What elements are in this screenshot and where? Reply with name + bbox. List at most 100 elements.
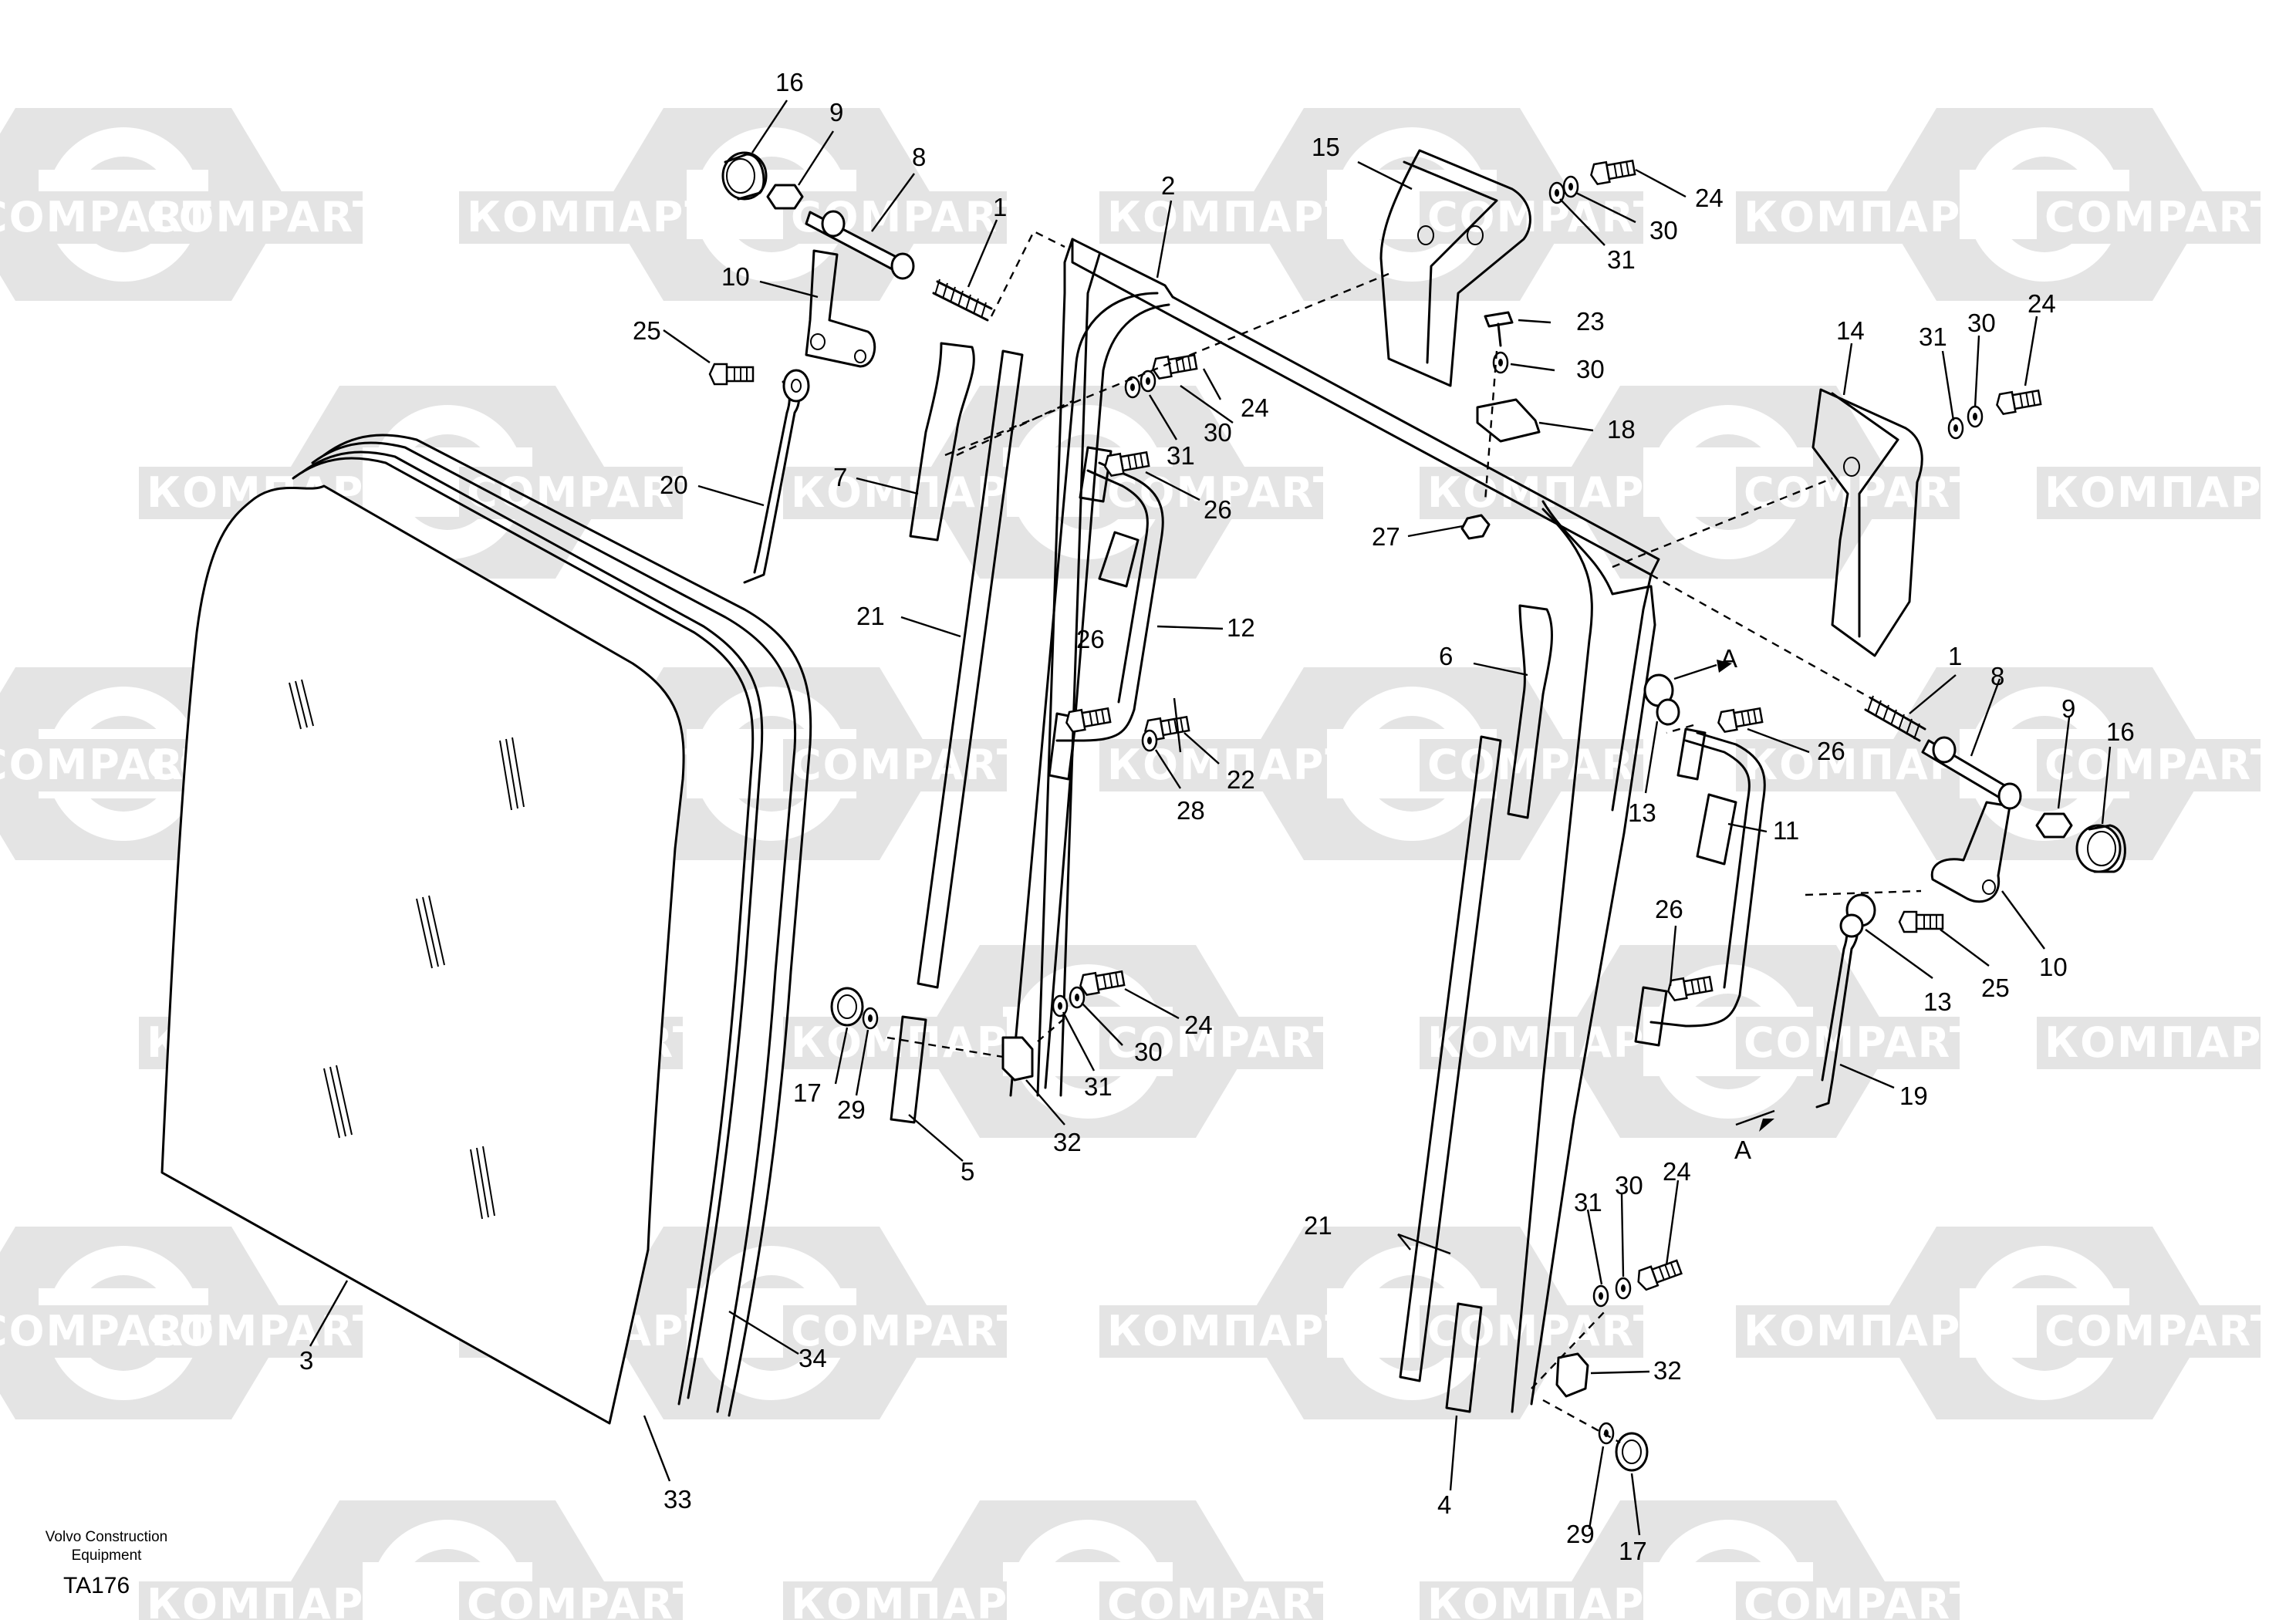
callout-19: 19 — [1899, 1082, 1928, 1110]
fastener-bolt-25-left — [708, 363, 755, 386]
plate-part-18 — [1476, 398, 1541, 443]
callout-24: 24 — [1695, 184, 1724, 212]
callout-13: 13 — [1628, 798, 1656, 827]
callout-1: 1 — [993, 193, 1007, 221]
callout-24: 24 — [2028, 289, 2056, 318]
callout-9: 9 — [829, 98, 843, 127]
watermark-text: COMPART — [2044, 193, 2281, 241]
watermark-text: COMPART — [791, 1307, 1027, 1355]
callout-11: 11 — [1773, 816, 1799, 845]
watermark-text: COMPART — [1427, 741, 1663, 789]
callout-30: 30 — [1204, 418, 1232, 447]
callout-26: 26 — [1655, 895, 1683, 923]
latch-part-10-left — [805, 249, 876, 368]
callout-29: 29 — [1566, 1520, 1595, 1548]
watermark-text: COMPART — [1744, 1580, 1980, 1620]
callout-10: 10 — [2039, 953, 2068, 981]
callout-17: 17 — [793, 1078, 822, 1107]
bracket-part-15 — [1379, 149, 1531, 387]
watermark-text: COMPART — [2044, 1307, 2281, 1355]
callout-26: 26 — [1076, 625, 1105, 653]
callout-8: 8 — [912, 143, 926, 171]
callout-26: 26 — [1817, 737, 1845, 765]
callout-1: 1 — [1948, 642, 1962, 670]
watermark-text: КОМПАРТ — [1744, 193, 1991, 241]
callout-7: 7 — [833, 463, 847, 491]
callout-25: 25 — [633, 316, 661, 345]
stopper-part-32-right — [1555, 1352, 1589, 1398]
watermark-text: COMPART — [147, 1307, 383, 1355]
watermark-text: COMPART — [0, 193, 213, 241]
glass-panel-part-3 — [160, 484, 685, 1425]
bracket-part-14 — [1811, 388, 1923, 657]
watermark-text: КОМПАРТ — [1744, 1307, 1991, 1355]
washer-30 — [1615, 1277, 1632, 1300]
callout-21: 21 — [1304, 1211, 1332, 1240]
callout-31: 31 — [1084, 1072, 1113, 1101]
callout-3: 3 — [299, 1346, 313, 1375]
washer-31 — [1052, 994, 1069, 1018]
callout-24: 24 — [1663, 1157, 1691, 1186]
view-label-a-top: A — [1720, 644, 1737, 673]
watermark-text: COMPART — [1107, 1018, 1343, 1067]
seal-part-21-right — [1399, 735, 1502, 1382]
callout-10: 10 — [721, 262, 750, 291]
washer-29 — [862, 1007, 879, 1030]
seal-part-33 — [292, 451, 764, 1406]
washer-31 — [1947, 417, 1964, 440]
callout-32: 32 — [1053, 1128, 1082, 1156]
seal-part-34 — [311, 434, 812, 1417]
fastener-bolt-25-right — [1898, 910, 1944, 933]
callout-27: 27 — [1372, 522, 1400, 551]
watermark-text: COMPART — [1107, 1580, 1343, 1620]
clip-part-13-top — [1643, 673, 1680, 726]
callout-34: 34 — [799, 1344, 827, 1372]
callout-30: 30 — [1967, 309, 1996, 337]
callout-23: 23 — [1576, 307, 1605, 336]
spring-part-1-right — [1864, 695, 1926, 742]
watermark-layer: COMPART COMPART КОМПАРТ COMPART КОМПАРТ … — [0, 108, 2291, 1620]
watermark-text: КОМПАРТ — [791, 1580, 1038, 1620]
watermark-text: КОМПАРТ — [791, 1018, 1038, 1067]
callout-31: 31 — [1919, 322, 1947, 351]
view-arrow-a-bottom — [1735, 1109, 1775, 1132]
fastener-bolt-24-upper-right — [1994, 386, 2043, 416]
fastener-bolt-24-top — [1588, 157, 1637, 186]
nut-part-9-right — [2035, 812, 2073, 839]
strip-part-4 — [1445, 1302, 1483, 1413]
callout-14: 14 — [1836, 316, 1865, 345]
callout-9: 9 — [2061, 694, 2075, 723]
view-arrow-a-top — [1673, 660, 1732, 680]
callout-31: 31 — [1574, 1188, 1602, 1217]
fastener-nut-27 — [1460, 514, 1491, 540]
watermark-text: КОМПАРТ — [147, 1580, 394, 1620]
callout-25: 25 — [1981, 974, 2010, 1002]
rod-part-20 — [743, 369, 810, 584]
watermark-text: КОМПАРТ — [1107, 193, 1355, 241]
callout-30: 30 — [1615, 1171, 1643, 1200]
callout-33: 33 — [663, 1485, 692, 1514]
watermark-text: COMPART — [0, 741, 213, 789]
callout-31: 31 — [1607, 245, 1636, 274]
fastener-bolt-26-b — [1063, 704, 1113, 734]
washer-29 — [1598, 1422, 1615, 1445]
spring-part-1-left — [932, 278, 993, 322]
callout-24: 24 — [1184, 1011, 1213, 1039]
maker-name-line1: Volvo Construction — [46, 1529, 167, 1545]
callout-20: 20 — [660, 471, 688, 499]
washer-31 — [1592, 1284, 1609, 1308]
callout-13: 13 — [1923, 987, 1952, 1016]
callout-5: 5 — [961, 1157, 974, 1186]
watermark-text: КОМПАРТ — [1107, 1307, 1355, 1355]
callout-28: 28 — [1177, 796, 1205, 825]
callout-8: 8 — [1990, 662, 2004, 690]
frame-part-2 — [1009, 238, 1660, 1413]
clip-part-13-bottom — [1839, 893, 1876, 938]
callout-31: 31 — [1167, 441, 1195, 470]
fastener-bolt-24-bottom — [1633, 1256, 1684, 1293]
strip-part-5 — [890, 1015, 927, 1124]
watermark-text: COMPART — [467, 468, 703, 517]
watermark-text: КОМПАРТ — [467, 193, 714, 241]
callout-24: 24 — [1241, 393, 1269, 422]
callout-22: 22 — [1227, 765, 1255, 794]
